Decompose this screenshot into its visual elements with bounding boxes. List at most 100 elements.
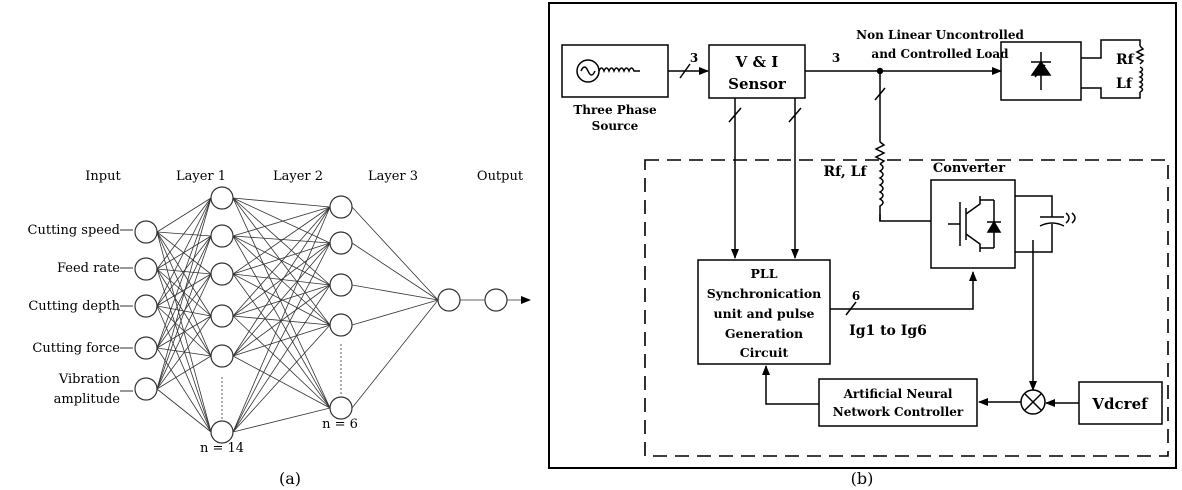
- converter-label: Converter: [933, 161, 1005, 176]
- converter-box: [930, 179, 1016, 269]
- nn-connection: [156, 197, 212, 349]
- layer1-neuron: [210, 344, 234, 368]
- phase-slash: [874, 87, 886, 101]
- controller-boundary: [644, 159, 1169, 457]
- layer1-neuron: [210, 224, 234, 248]
- input-label-cutting-speed: Cutting speed: [28, 223, 120, 238]
- summing-cross: [1024, 393, 1042, 411]
- nn-connection: [156, 355, 212, 390]
- ellipsis-dot: [340, 368, 342, 370]
- ellipsis-dot: [221, 417, 223, 419]
- layer2-count-label: n = 6: [322, 417, 358, 432]
- nn-connection: [232, 206, 331, 357]
- layer2-neuron: [329, 396, 353, 420]
- phase-slash: [728, 107, 742, 123]
- input-neuron: [134, 377, 158, 401]
- ellipsis-dot: [221, 381, 223, 383]
- load-label-line1: Non Linear Uncontrolled: [856, 28, 1024, 42]
- nn-connection: [156, 273, 212, 349]
- caption-a: (a): [279, 469, 301, 488]
- nn-connection: [232, 273, 331, 409]
- ellipsis-dot: [340, 356, 342, 358]
- nn-connection: [232, 235, 331, 286]
- input-label-amplitude: amplitude: [54, 392, 121, 407]
- filter-rf-lf-label: Rf, Lf: [824, 164, 868, 180]
- input-neuron: [134, 336, 158, 360]
- nn-connection: [232, 197, 331, 286]
- ellipsis-dot: [340, 360, 342, 362]
- ellipsis-dot: [221, 401, 223, 403]
- nn-connection: [232, 206, 331, 237]
- layer1-neuron: [210, 420, 234, 444]
- nn-connection: [156, 235, 212, 307]
- vdcref-label: Vdcref: [1091, 395, 1149, 413]
- dc-link-wire: [1015, 195, 1053, 217]
- neural-network-diagram: Input Layer 1 Layer 2 Layer 3 Output Cut…: [28, 169, 531, 488]
- input-label-feed-rate: Feed rate: [57, 261, 120, 276]
- layer3-neuron: [437, 288, 461, 312]
- pll-label-line3: unit and pulse: [714, 306, 815, 321]
- caption-b: (b): [851, 469, 874, 488]
- ellipsis-dot: [221, 377, 223, 379]
- load-label-line2: and Controlled Load: [871, 47, 1009, 61]
- nn-connection: [156, 235, 212, 349]
- load-connector: [1081, 87, 1108, 99]
- nn-connection: [232, 197, 331, 244]
- ellipsis-dot: [340, 352, 342, 354]
- source-label-line1: Three Phase: [573, 103, 657, 117]
- layer2-neuron: [329, 273, 353, 297]
- nn-connection: [351, 206, 439, 301]
- load-connector: [1081, 39, 1108, 59]
- nn-connection: [232, 355, 331, 409]
- nn-connection: [351, 299, 439, 326]
- nn-neurons: [134, 186, 508, 444]
- nn-connection: [156, 231, 212, 275]
- ellipsis-dot: [340, 344, 342, 346]
- source-inductor-icon: [598, 67, 640, 73]
- ellipsis-dot: [340, 384, 342, 386]
- phase-count-label: 3: [832, 51, 840, 65]
- control-block-labels: Three Phase Source 3 V & I Sensor 3 Non …: [573, 28, 1149, 488]
- nn-connection: [156, 197, 212, 390]
- nn-connection: [232, 206, 331, 433]
- filter-inductor-icon: [878, 163, 884, 221]
- nn-connection: [232, 206, 331, 275]
- ellipsis-dot: [221, 413, 223, 415]
- input-neuron: [134, 294, 158, 318]
- phase-slash: [788, 107, 802, 123]
- nn-connection: [232, 242, 331, 317]
- nn-connection: [232, 407, 331, 433]
- ellipsis-dot: [340, 392, 342, 394]
- input-neuron: [134, 220, 158, 244]
- layer1-neuron: [210, 262, 234, 286]
- nn-connection: [156, 197, 212, 270]
- nonlinear-load-box: [1000, 41, 1082, 101]
- pll-label-line2: Synchronication: [707, 286, 822, 301]
- ellipsis-dot: [340, 372, 342, 374]
- nn-connection: [232, 206, 331, 317]
- nn-connection: [156, 305, 212, 433]
- layer1-neuron: [210, 304, 234, 328]
- ellipsis-dot: [221, 389, 223, 391]
- nn-connection: [232, 284, 331, 317]
- nn-connections: [156, 197, 531, 433]
- layer1-count-label: n = 14: [200, 441, 244, 456]
- phase-slash: [845, 301, 857, 316]
- layer-header-3: Layer 3: [368, 169, 418, 184]
- sense-tap-icon: [1065, 212, 1070, 224]
- nn-connection: [232, 242, 331, 275]
- nn-connection: [232, 242, 331, 433]
- nn-connection: [156, 197, 212, 233]
- ellipsis-dot: [340, 364, 342, 366]
- ann-label-line1: Artificial Neural: [843, 387, 953, 401]
- ann-to-pll-arrow: [762, 365, 819, 405]
- layer-header-input: Input: [85, 169, 121, 184]
- ellipsis-dot: [221, 393, 223, 395]
- sensor-label-line1: V & I: [735, 53, 779, 71]
- phase-slash: [679, 63, 691, 79]
- pll-label-line1: PLL: [751, 266, 778, 281]
- nn-connection: [156, 235, 212, 390]
- nn-connection: [156, 268, 212, 433]
- filter-resistor-icon: [874, 141, 886, 165]
- sense-tap-icon: [1071, 212, 1076, 224]
